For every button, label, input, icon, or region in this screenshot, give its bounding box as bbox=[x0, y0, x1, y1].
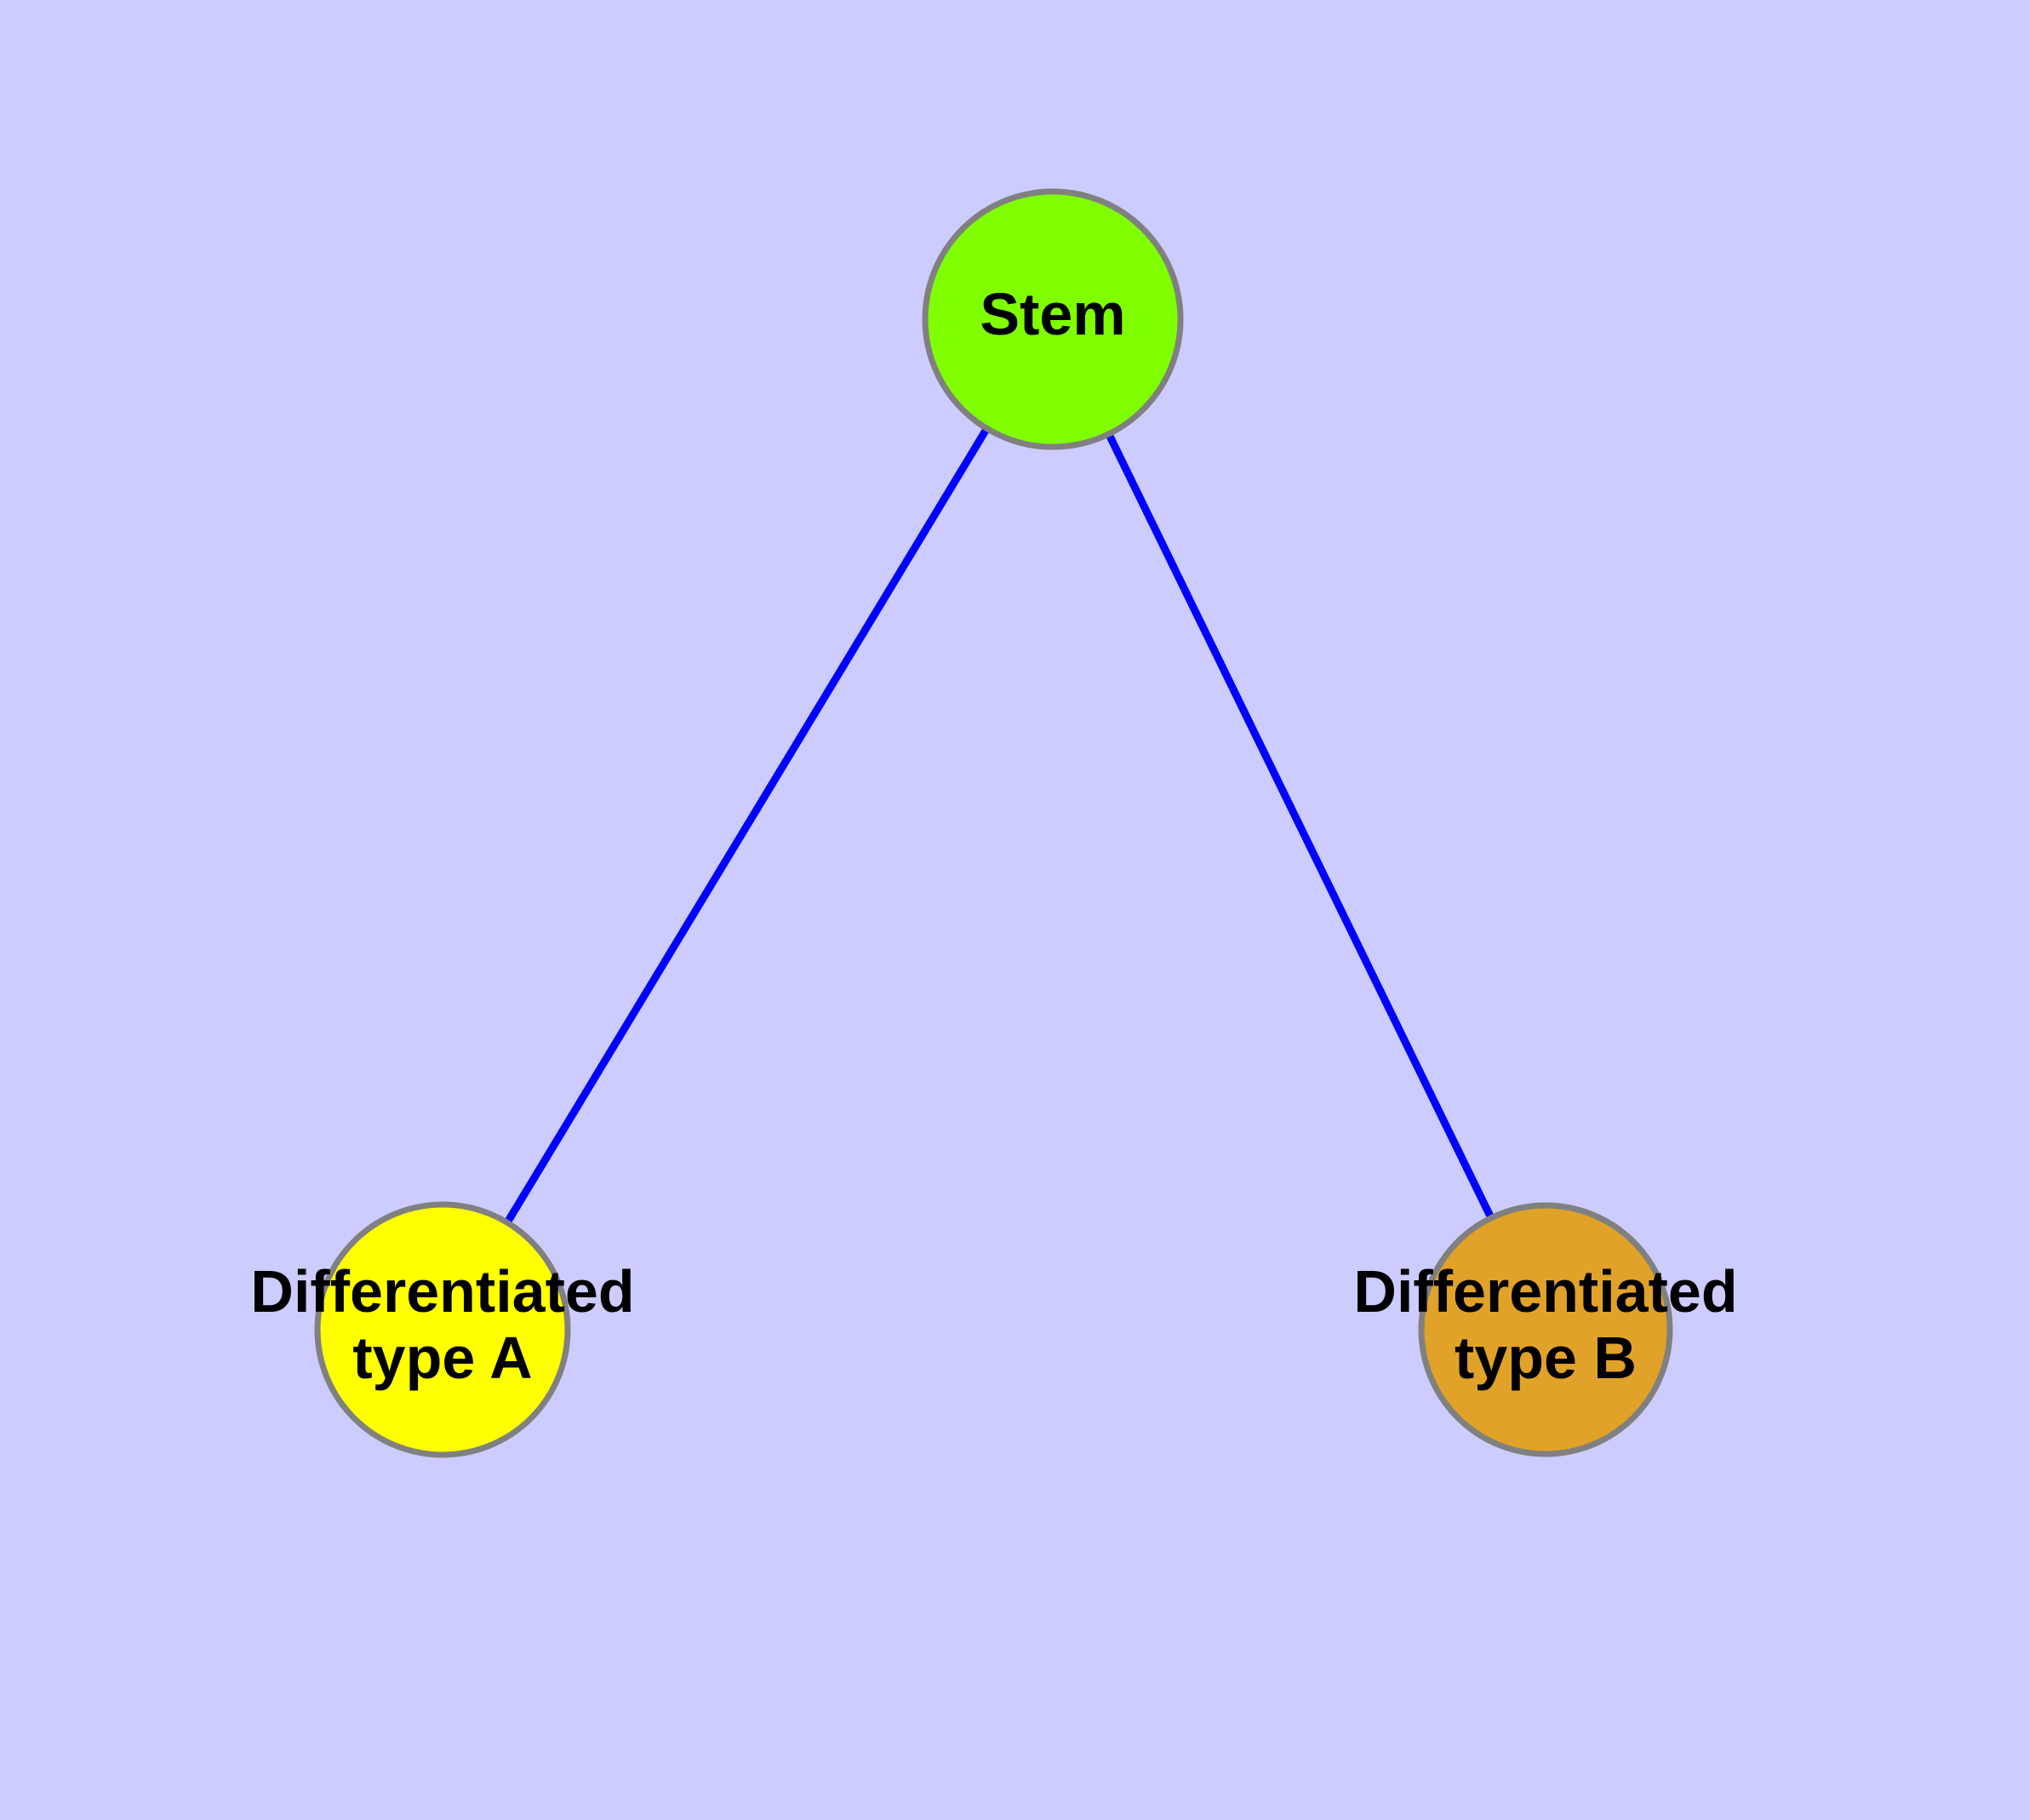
graph-node-diff_b[interactable] bbox=[1418, 1202, 1673, 1457]
edge-layer bbox=[439, 317, 1550, 1332]
graph-edge bbox=[1049, 318, 1550, 1331]
graph-edge bbox=[439, 317, 1056, 1332]
label-line: Differentiated bbox=[250, 1258, 634, 1325]
label-line: type B bbox=[1455, 1325, 1637, 1392]
graph-node-diff_a[interactable] bbox=[314, 1201, 571, 1458]
graph-node-label-stem: Stem bbox=[980, 281, 1125, 347]
label-line: Differentiated bbox=[1353, 1258, 1737, 1325]
label-line: type A bbox=[352, 1325, 532, 1392]
graph-node-stem[interactable] bbox=[922, 188, 1184, 450]
node-layer bbox=[314, 188, 1673, 1458]
label-line: Stem bbox=[980, 281, 1125, 347]
